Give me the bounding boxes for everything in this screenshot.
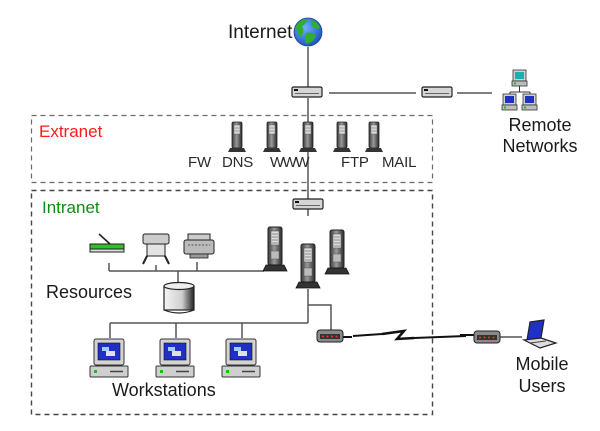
database-icon (163, 281, 195, 314)
connections (108, 47, 522, 338)
mail-label: MAIL (382, 154, 417, 171)
remote-networks-label: Remote Networks (488, 116, 592, 155)
laptop-icon (521, 319, 558, 349)
remote-networks-label-line1: Remote (508, 115, 572, 135)
fw-server-icon (227, 121, 247, 153)
plotter-icon (142, 233, 170, 265)
extranet-zone-box (30, 114, 434, 184)
remote-router-icon (421, 86, 453, 98)
www-server-icon (298, 121, 318, 153)
mobile-users-label: Mobile Users (502, 355, 582, 395)
workstations-label: Workstations (112, 380, 216, 400)
modem-intranet-icon (316, 329, 344, 343)
intranet-server-right-icon (324, 229, 350, 275)
workstation-icon (155, 338, 195, 378)
resources-label: Resources (46, 282, 133, 302)
intranet-server-center-icon (295, 243, 321, 289)
remote-network-icon (501, 69, 538, 111)
scanner-icon (89, 233, 125, 253)
modem-mobile-icon (473, 330, 501, 344)
workstation-icon (89, 338, 129, 378)
mail-server-icon (364, 121, 384, 153)
extranet-label: Extranet (39, 122, 103, 141)
fw-label: FW (188, 154, 211, 171)
internet-label: Internet (228, 22, 293, 43)
dns-label: DNS (222, 154, 254, 171)
workstation-icon (221, 338, 261, 378)
intranet-server-left-icon (262, 226, 288, 272)
mobile-users-label-line1: Mobile (515, 354, 569, 374)
remote-networks-label-line2: Networks (502, 136, 578, 156)
intranet-label: Intranet (42, 198, 100, 217)
intranet-router-icon (292, 198, 324, 210)
printer-icon (183, 233, 215, 259)
mobile-users-label-line2: Users (518, 376, 566, 396)
ftp-server-icon (332, 121, 352, 153)
intranet-zone-box (30, 189, 434, 416)
dns-server-icon (262, 121, 282, 153)
www-label: WWW (270, 154, 309, 171)
dialup-link (343, 329, 474, 341)
ftp-label: FTP (341, 154, 369, 171)
globe-icon (293, 17, 323, 47)
internet-router-icon (291, 86, 323, 98)
